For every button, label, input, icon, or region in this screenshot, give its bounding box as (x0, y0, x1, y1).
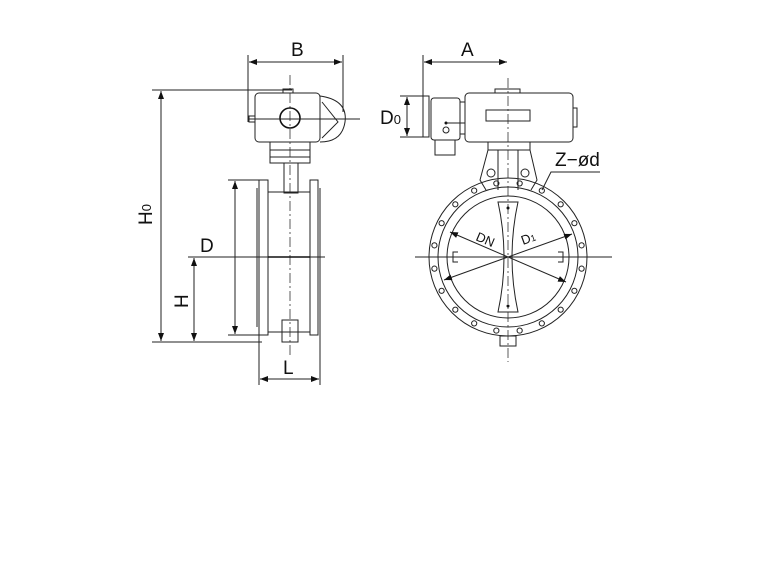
actuator-side-knob (572, 107, 578, 128)
handwheel-icon (319, 95, 346, 143)
bolt-hole (557, 306, 564, 313)
label-h0: H0 (136, 204, 157, 225)
disc-pin (506, 206, 510, 210)
bolt-holes (431, 180, 585, 334)
side-view: B H0 D (136, 40, 360, 385)
label-l: L (283, 358, 294, 379)
dn-dimension-line (449, 231, 509, 258)
handwheel-edge (422, 95, 430, 138)
label-z-d: Z−ød (555, 150, 600, 171)
bolt-hole (538, 320, 545, 327)
label-dn: DN (474, 229, 497, 250)
front-view: A D0 (380, 40, 612, 362)
bolt-hole (538, 187, 545, 194)
gearbox (430, 97, 461, 141)
bolt-hole (471, 320, 478, 327)
label-a: A (461, 40, 474, 61)
bottom-trunnion (499, 335, 517, 347)
bracket (479, 149, 538, 191)
gearbox-circle (442, 126, 450, 134)
gearbox-lower (434, 139, 456, 156)
bolt-hole (471, 187, 478, 194)
valve-body (267, 191, 311, 333)
seat-retainer-right (558, 251, 564, 263)
bottom-trunnion (281, 319, 299, 343)
bolt-hole (431, 265, 438, 272)
bolt-hole (516, 180, 523, 187)
position-indicator-slot (485, 109, 531, 122)
seat-retainer-left (452, 251, 458, 263)
dn-dimension-line-2 (507, 256, 567, 283)
d1-dimension-line (507, 233, 573, 258)
valve-stem (283, 162, 299, 194)
actuator-top-knob (494, 88, 521, 94)
bracket-hole (486, 168, 496, 178)
bolt-hole (438, 220, 445, 227)
bore-circle (446, 195, 570, 319)
bolt-hole (571, 220, 578, 227)
valve-disc (497, 201, 519, 313)
bolt-hole (557, 201, 564, 208)
d1-dimension-line-2 (443, 256, 509, 281)
gearbox-coupling (459, 101, 466, 135)
z-d-leader-line (541, 171, 600, 191)
label-d: D (200, 236, 214, 257)
flange-inner-circle (437, 186, 579, 328)
bolt-hole (493, 180, 500, 187)
bolt-hole (578, 265, 585, 272)
label-h: H (172, 294, 193, 308)
bolt-hole (571, 287, 578, 294)
label-b: B (291, 40, 304, 61)
actuator-top-knob (282, 88, 294, 94)
bracket-hole (520, 168, 530, 178)
bolt-hole (452, 201, 459, 208)
bolt-hole (431, 242, 438, 249)
input-shaft-circle (279, 107, 301, 129)
actuator-box (254, 92, 321, 143)
handwheel-spokes (321, 101, 339, 139)
front-neck (487, 141, 531, 151)
actuator-box (464, 92, 574, 143)
bolt-hole (452, 306, 459, 313)
label-d1: D1 (519, 229, 538, 248)
bolt-hole (516, 327, 523, 334)
bolt-hole (493, 327, 500, 334)
bolt-hole (438, 287, 445, 294)
bolt-hole (578, 242, 585, 249)
label-d0: D0 (380, 108, 401, 129)
disc-pin (506, 304, 510, 308)
